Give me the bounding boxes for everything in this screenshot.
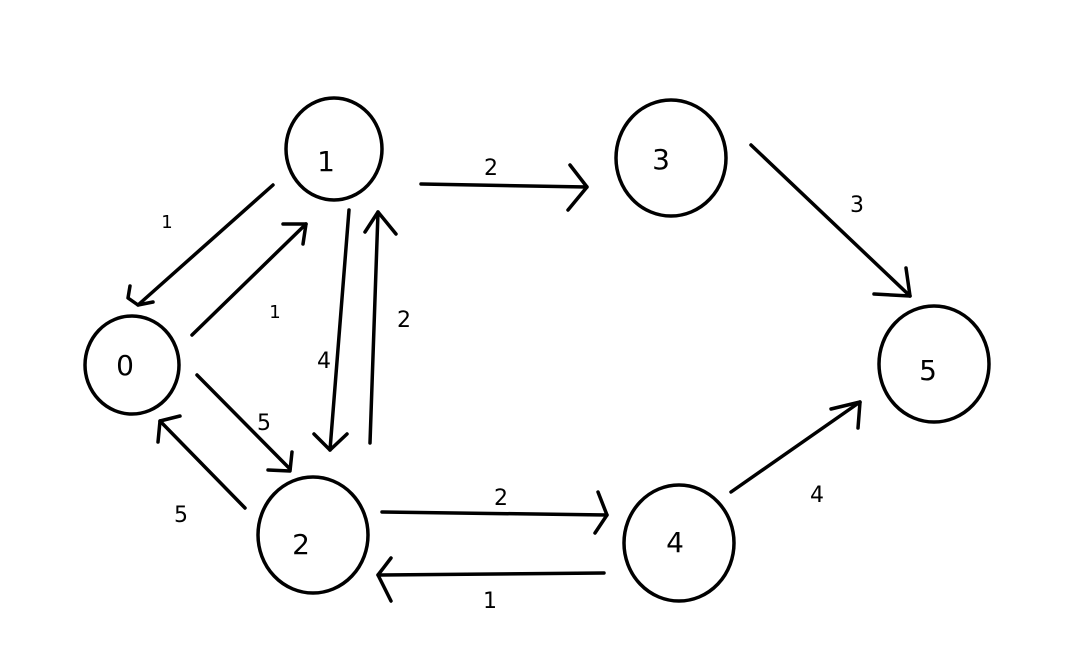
- node-3: 3: [614, 98, 728, 218]
- edge-3-to-5-weight: 3: [850, 193, 864, 218]
- node-4: 4: [622, 483, 736, 603]
- arrowhead-icon: [376, 556, 393, 603]
- arrowhead-icon: [281, 222, 308, 246]
- node-0-label: 0: [116, 349, 134, 382]
- arrowhead-icon: [363, 210, 398, 236]
- edge-1-to-0-weight: 1: [161, 212, 172, 233]
- arrowhead-icon: [156, 414, 182, 444]
- edge-1-to-3-weight: 2: [484, 156, 498, 181]
- edge-2-to-4: 2: [380, 486, 609, 535]
- edge-0-to-2: 5: [195, 373, 294, 473]
- node-5: 5: [877, 304, 991, 424]
- arrowhead-icon: [566, 163, 589, 212]
- edge-3-to-5: 3: [749, 143, 912, 298]
- edge-0-to-2-weight: 5: [257, 411, 271, 436]
- edge-0-to-1-weight: 1: [269, 302, 280, 323]
- arrowhead-icon: [872, 266, 912, 298]
- edge-4-to-5: 4: [729, 400, 862, 508]
- arrowhead-icon: [593, 490, 609, 535]
- node-2: 2: [256, 475, 370, 595]
- arrowhead-icon: [126, 284, 155, 307]
- edge-4-to-2: 1: [376, 556, 606, 614]
- edge-1-to-3: 2: [419, 156, 589, 212]
- edge-2-to-0: 5: [156, 414, 247, 528]
- edge-1-to-2: 4: [312, 208, 351, 452]
- arrowhead-icon: [312, 432, 349, 452]
- node-1: 1: [284, 96, 384, 202]
- edge-1-to-2-weight: 4: [317, 349, 331, 374]
- edge-4-to-2-weight: 1: [483, 589, 497, 614]
- edge-2-to-4-weight: 2: [494, 486, 508, 511]
- edge-0-to-1: 1: [190, 222, 308, 337]
- edge-2-to-0-weight: 5: [174, 503, 188, 528]
- arrowhead-icon: [266, 450, 294, 473]
- node-4-label: 4: [666, 526, 684, 559]
- edge-1-to-0: 1: [126, 183, 275, 307]
- edge-2-to-1: 2: [363, 210, 411, 445]
- node-5-label: 5: [919, 354, 937, 387]
- node-3-label: 3: [652, 143, 670, 176]
- edge-4-to-5-weight: 4: [810, 483, 824, 508]
- edge-2-to-1-weight: 2: [397, 308, 411, 333]
- node-0: 0: [83, 314, 181, 416]
- node-1-label: 1: [317, 145, 335, 178]
- node-2-label: 2: [292, 528, 310, 561]
- arrowhead-icon: [829, 400, 862, 430]
